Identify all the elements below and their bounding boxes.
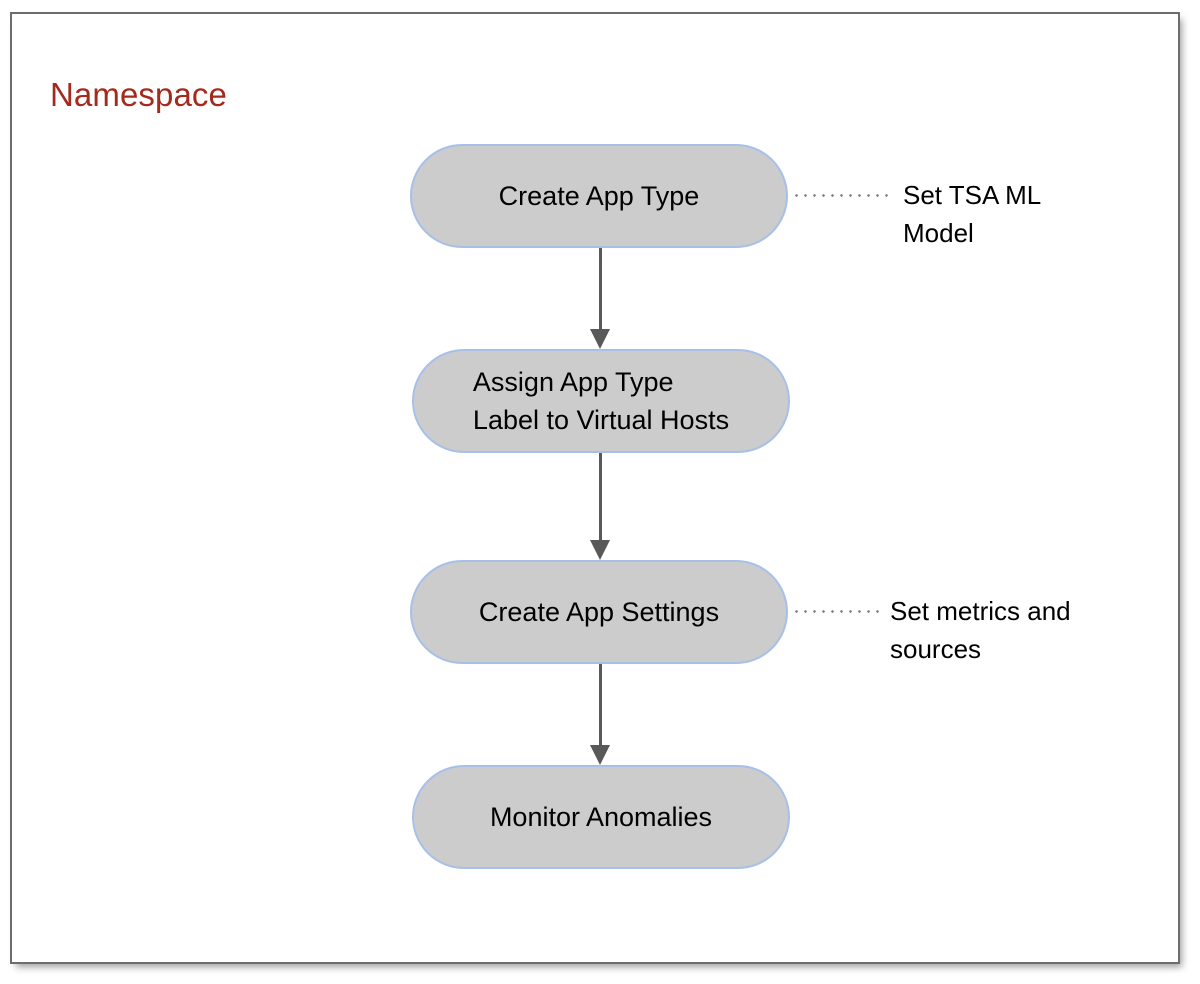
arrow-head-icon (590, 329, 610, 349)
leader-line-set-tsa-ml-model (792, 194, 892, 197)
arrow-assign-app-type-label-to-create-app-settings (590, 453, 610, 560)
flow-node-label: Create App Type (498, 181, 700, 211)
arrow-create-app-type-to-assign-app-type-label (590, 248, 610, 349)
arrow-create-app-settings-to-monitor-anomalies (590, 664, 610, 765)
flow-node-assign-app-type-label[interactable]: Assign App Type Label to Virtual Hosts (412, 349, 790, 453)
arrow-line (598, 664, 602, 745)
flow-node-create-app-type[interactable]: Create App Type (410, 144, 788, 248)
namespace-title: Namespace (50, 76, 227, 113)
flow-node-create-app-settings[interactable]: Create App Settings (410, 560, 788, 664)
flow-node-monitor-anomalies[interactable]: Monitor Anomalies (412, 765, 790, 869)
arrow-head-icon (590, 745, 610, 765)
annotation-set-metrics-and-sources: Set metrics and sources (890, 596, 1071, 664)
arrow-line (598, 453, 602, 540)
leader-line-set-metrics-and-sources (792, 610, 884, 613)
annotation-set-tsa-ml-model: Set TSA ML Model (903, 180, 1042, 248)
flow-node-label: Create App Settings (478, 597, 720, 627)
arrow-head-icon (590, 540, 610, 560)
flow-node-label: Assign App Type Label to Virtual Hosts (472, 367, 730, 435)
arrow-line (598, 248, 602, 329)
flow-node-label: Monitor Anomalies (489, 802, 713, 832)
